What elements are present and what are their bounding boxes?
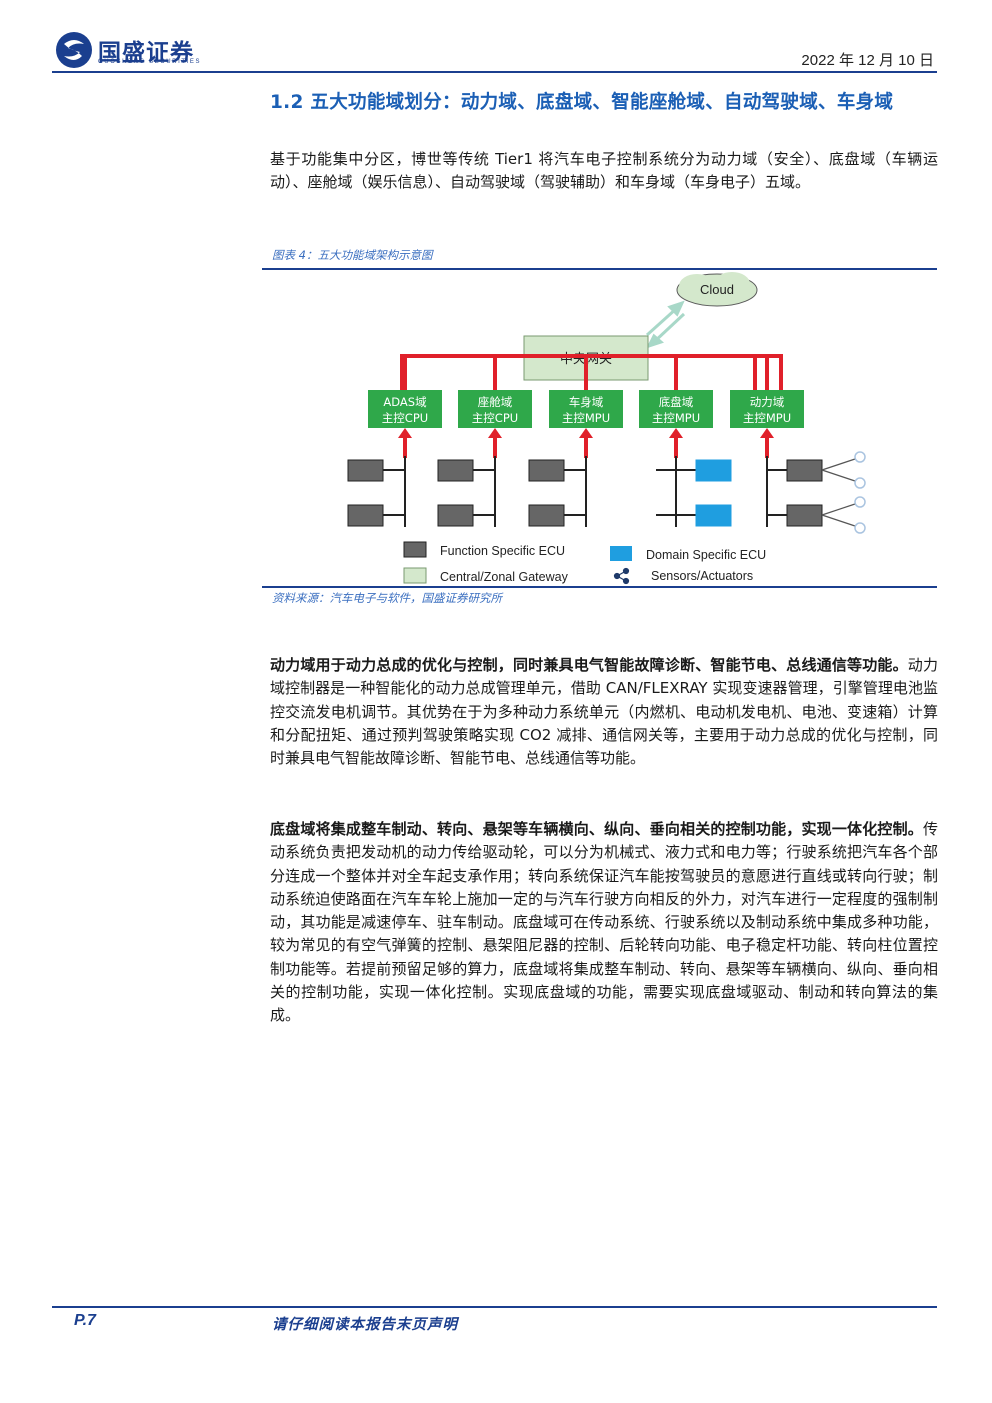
- domain-ecu-3-1: [695, 504, 732, 527]
- cloud-icon: Cloud: [676, 272, 758, 307]
- domain-label-3: 底盘域: [659, 395, 694, 409]
- sensor-node-b-0: [854, 477, 866, 489]
- sensor-link-a-0: [821, 457, 859, 471]
- domain-sublabel-4: 主控MPU: [743, 411, 791, 425]
- domain-box-1: [458, 390, 532, 428]
- domain-box-0: [368, 390, 442, 428]
- function-ecu-2-1: [528, 504, 565, 527]
- report-date: 2022 年 12 月 10 日: [801, 52, 934, 69]
- function-ecu-4-1: [786, 504, 823, 527]
- domain-sublabel-0: 主控CPU: [382, 411, 428, 425]
- function-ecu-1-1: [437, 504, 474, 527]
- domain-architecture-diagram: Cloud 中央网关: [347, 272, 866, 585]
- sensor-link-b-1: [821, 514, 859, 528]
- page-number: P.7: [74, 1312, 96, 1329]
- intro-paragraph: 基于功能集中分区，博世等传统 Tier1 将汽车电子控制系统分为动力域（安全）、…: [270, 150, 938, 192]
- figure-caption: 图表 4：五大功能域架构示意图: [272, 248, 433, 262]
- domain-label-0: ADAS域: [383, 395, 427, 409]
- legend-function-ecu: Function Specific ECU: [440, 544, 565, 558]
- domain-box-3: [639, 390, 713, 428]
- arrow-head-1: [488, 428, 502, 438]
- sensor-node-b-1: [854, 522, 866, 534]
- footer-divider: [52, 1306, 937, 1308]
- cloud-label: Cloud: [700, 282, 734, 297]
- legend-sensors: Sensors/Actuators: [651, 569, 753, 583]
- domain-label-4: 动力域: [750, 395, 785, 409]
- powertrain-paragraph: 动力域用于动力总成的优化与控制，同时兼具电气智能故障诊断、智能节电、总线通信等功…: [270, 654, 938, 770]
- domain-label-2: 车身域: [569, 395, 604, 409]
- figure-top-rule: [262, 268, 937, 270]
- arrow-head-4: [760, 428, 774, 438]
- function-ecu-0-0: [347, 459, 384, 482]
- section-title: 1.2 五大功能域划分：动力域、底盘域、智能座舱域、自动驾驶域、车身域: [270, 92, 894, 113]
- domain-bus: [400, 354, 524, 390]
- gateway-bus: [403, 354, 524, 390]
- sensor-node-a-0: [854, 451, 866, 463]
- logo-english: GUOSHENG SECURITIES: [98, 59, 202, 65]
- logo-wordmark: 国盛证券: [98, 40, 194, 66]
- sensor-icon: [613, 567, 630, 585]
- ecu-bus-arrows: [398, 428, 774, 458]
- sensor-link-b-0: [821, 469, 859, 483]
- function-ecu-1-0: [437, 459, 474, 482]
- legend-domain-ecu: Domain Specific ECU: [646, 548, 766, 562]
- chassis-paragraph: 底盘域将集成整车制动、转向、悬架等车辆横向、纵向、垂向相关的控制功能，实现一体化…: [270, 818, 938, 1028]
- header-divider: [52, 71, 937, 73]
- legend-function-ecu-swatch: [403, 541, 427, 558]
- figure-bottom-rule: [262, 586, 937, 588]
- chassis-lead: 底盘域将集成整车制动、转向、悬架等车辆横向、纵向、垂向相关的控制功能，实现一体化…: [270, 820, 923, 838]
- legend: Function Specific ECU Central/Zonal Gate…: [403, 541, 766, 585]
- ecu-trees: [347, 451, 866, 534]
- legend-gateway-swatch: [403, 567, 427, 584]
- domain-sublabel-2: 主控MPU: [562, 411, 610, 425]
- powertrain-body: 动力域控制器是一种智能化的动力总成管理单元，借助 CAN/FLEXRAY 实现变…: [270, 656, 938, 768]
- domain-box-4: [730, 390, 804, 428]
- footer-disclaimer: 请仔细阅读本报告末页声明: [272, 1317, 458, 1333]
- domain-box-2: [549, 390, 623, 428]
- function-ecu-4-0: [786, 459, 823, 482]
- sensor-node-a-1: [854, 496, 866, 508]
- domain-sublabel-1: 主控CPU: [472, 411, 518, 425]
- powertrain-lead: 动力域用于动力总成的优化与控制，同时兼具电气智能故障诊断、智能节电、总线通信等功…: [270, 656, 908, 674]
- figure-source: 资料来源：汽车电子与软件，国盛证券研究所: [272, 591, 502, 605]
- chassis-body: 传动系统负责把发动机的动力传给驱动轮，可以分为机械式、液力式和电力等；行驶系统把…: [270, 820, 938, 1025]
- sensor-link-a-1: [821, 502, 859, 516]
- legend-gateway: Central/Zonal Gateway: [440, 570, 569, 584]
- legend-domain-ecu-swatch: [610, 546, 632, 561]
- function-ecu-2-0: [528, 459, 565, 482]
- domain-sublabel-3: 主控MPU: [652, 411, 700, 425]
- domain-label-1: 座舱域: [478, 395, 513, 409]
- cloud-link-arrows: [645, 300, 686, 349]
- function-ecu-0-1: [347, 504, 384, 527]
- arrow-head-0: [398, 428, 412, 438]
- guosheng-logo-icon: [56, 32, 92, 68]
- arrow-head-2: [579, 428, 593, 438]
- arrow-head-3: [669, 428, 683, 438]
- domain-ecu-3-0: [695, 459, 732, 482]
